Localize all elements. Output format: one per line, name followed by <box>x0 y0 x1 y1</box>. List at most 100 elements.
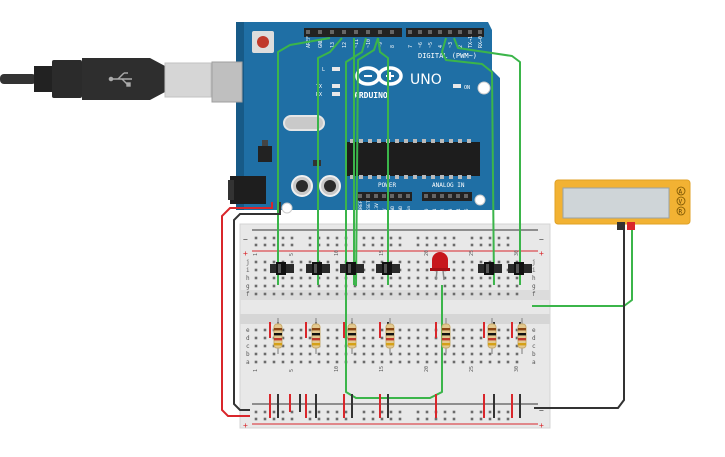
header-pin[interactable] <box>464 194 468 198</box>
breadboard-hole[interactable] <box>488 276 492 280</box>
rail-hole[interactable] <box>389 236 393 240</box>
breadboard-hole[interactable] <box>506 260 510 264</box>
rail-hole[interactable] <box>497 236 501 240</box>
breadboard-hole[interactable] <box>416 276 420 280</box>
rail-hole[interactable] <box>326 410 330 414</box>
led-icon[interactable] <box>430 252 450 281</box>
rail-hole[interactable] <box>452 417 456 421</box>
breadboard-hole[interactable] <box>353 292 357 296</box>
header-pin[interactable] <box>354 30 358 34</box>
breadboard-hole[interactable] <box>470 328 474 332</box>
breadboard-hole[interactable] <box>362 352 366 356</box>
breadboard-hole[interactable] <box>353 284 357 288</box>
breadboard-hole[interactable] <box>326 292 330 296</box>
rail-hole[interactable] <box>488 236 492 240</box>
breadboard-hole[interactable] <box>461 352 465 356</box>
rail-hole[interactable] <box>470 410 474 414</box>
rail-hole[interactable] <box>362 417 366 421</box>
rail-hole[interactable] <box>425 243 429 247</box>
rail-hole[interactable] <box>416 410 420 414</box>
rail-hole[interactable] <box>272 236 276 240</box>
breadboard-hole[interactable] <box>416 360 420 364</box>
rail-hole[interactable] <box>335 243 339 247</box>
breadboard-hole[interactable] <box>389 292 393 296</box>
breadboard-hole[interactable] <box>362 344 366 348</box>
breadboard-hole[interactable] <box>308 352 312 356</box>
breadboard-hole[interactable] <box>407 336 411 340</box>
wire-red-5v[interactable] <box>221 202 273 417</box>
breadboard-hole[interactable] <box>263 328 267 332</box>
breadboard-hole[interactable] <box>290 292 294 296</box>
rail-hole[interactable] <box>443 417 447 421</box>
header-pin[interactable] <box>406 194 410 198</box>
breadboard-hole[interactable] <box>461 284 465 288</box>
header-pin[interactable] <box>366 30 370 34</box>
breadboard-hole[interactable] <box>407 284 411 288</box>
resistor-icon[interactable] <box>311 318 321 354</box>
breadboard-hole[interactable] <box>362 360 366 364</box>
breadboard-hole[interactable] <box>362 336 366 340</box>
breadboard-hole[interactable] <box>461 336 465 340</box>
rail-hole[interactable] <box>263 417 267 421</box>
breadboard-hole[interactable] <box>281 344 285 348</box>
header-pin[interactable] <box>440 194 444 198</box>
breadboard-hole[interactable] <box>371 328 375 332</box>
wire-black-multimeter[interactable] <box>534 228 625 409</box>
breadboard-hole[interactable] <box>515 344 519 348</box>
wire-green-multimeter[interactable] <box>532 228 633 307</box>
header-pin[interactable] <box>330 30 334 34</box>
breadboard-hole[interactable] <box>515 336 519 340</box>
header-pin[interactable] <box>358 194 362 198</box>
breadboard-hole[interactable] <box>326 336 330 340</box>
breadboard-hole[interactable] <box>443 284 447 288</box>
breadboard-hole[interactable] <box>380 352 384 356</box>
header-pin[interactable] <box>408 30 412 34</box>
breadboard-hole[interactable] <box>452 268 456 272</box>
rail-hole[interactable] <box>425 236 429 240</box>
breadboard-hole[interactable] <box>317 284 321 288</box>
breadboard-hole[interactable] <box>299 328 303 332</box>
rail-hole[interactable] <box>452 410 456 414</box>
wire-green[interactable] <box>441 37 495 286</box>
rail-hole[interactable] <box>479 417 483 421</box>
breadboard-hole[interactable] <box>326 260 330 264</box>
rail-hole[interactable] <box>389 410 393 414</box>
breadboard-hole[interactable] <box>263 352 267 356</box>
header-pin[interactable] <box>448 194 452 198</box>
breadboard-hole[interactable] <box>506 336 510 340</box>
header-pin[interactable] <box>318 30 322 34</box>
breadboard-hole[interactable] <box>380 328 384 332</box>
rail-hole[interactable] <box>380 243 384 247</box>
rail-hole[interactable] <box>470 236 474 240</box>
breadboard-hole[interactable] <box>470 292 474 296</box>
wire-green[interactable] <box>277 37 331 285</box>
breadboard-hole[interactable] <box>371 268 375 272</box>
breadboard-hole[interactable] <box>308 276 312 280</box>
breadboard-hole[interactable] <box>416 268 420 272</box>
breadboard-hole[interactable] <box>461 344 465 348</box>
breadboard-hole[interactable] <box>263 292 267 296</box>
wire-green[interactable] <box>355 37 379 287</box>
breadboard-hole[interactable] <box>434 284 438 288</box>
breadboard-hole[interactable] <box>398 360 402 364</box>
breadboard-hole[interactable] <box>362 328 366 332</box>
breadboard-hole[interactable] <box>434 360 438 364</box>
rail-hole[interactable] <box>398 243 402 247</box>
breadboard-hole[interactable] <box>380 336 384 340</box>
breadboard-hole[interactable] <box>299 344 303 348</box>
breadboard-hole[interactable] <box>272 284 276 288</box>
breadboard-hole[interactable] <box>335 344 339 348</box>
breadboard-hole[interactable] <box>515 352 519 356</box>
breadboard-hole[interactable] <box>335 360 339 364</box>
rail-hole[interactable] <box>371 417 375 421</box>
rail-hole[interactable] <box>452 243 456 247</box>
rail-hole[interactable] <box>317 410 321 414</box>
breadboard-hole[interactable] <box>281 360 285 364</box>
resistor-icon[interactable] <box>273 318 283 354</box>
multimeter-icon[interactable]: AVR <box>554 179 691 230</box>
breadboard-hole[interactable] <box>299 268 303 272</box>
breadboard-hole[interactable] <box>488 284 492 288</box>
breadboard-hole[interactable] <box>470 260 474 264</box>
